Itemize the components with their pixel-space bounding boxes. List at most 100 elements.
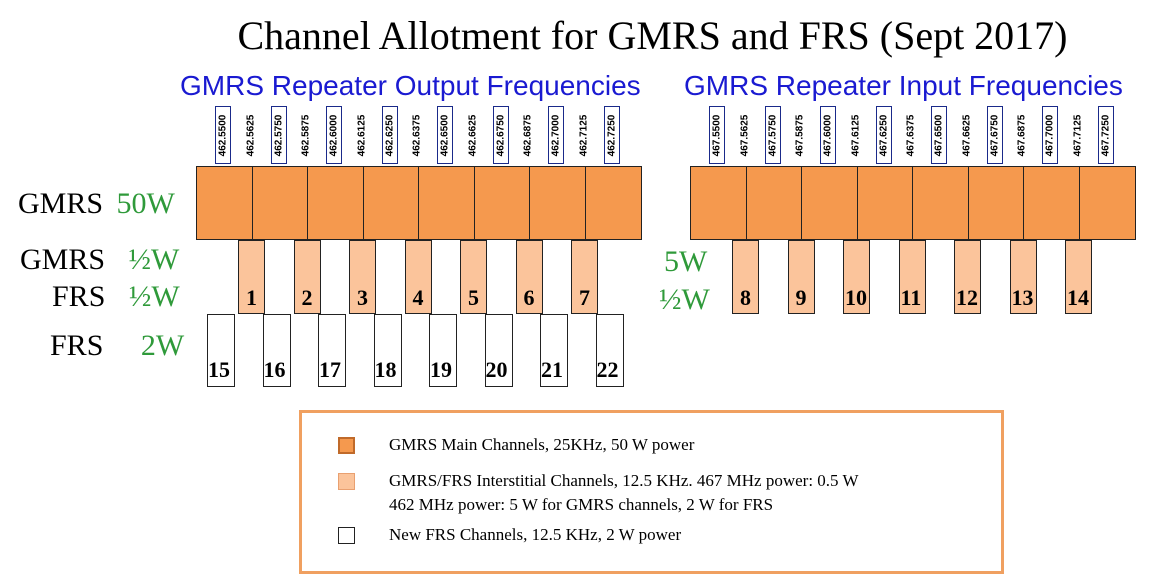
frs-channel-box [207, 314, 235, 387]
interstitial-channel-box-input [898, 240, 926, 314]
frequency-text: 467.5875 [794, 114, 806, 156]
frequency-label-input-7: 467.6375 [903, 106, 919, 164]
frequency-label-input-9: 467.6625 [959, 106, 975, 164]
row-label-service: GMRS [20, 243, 106, 276]
frs-channel-box [318, 314, 346, 387]
legend-swatch-main [338, 437, 355, 454]
frs-channel-box [373, 314, 402, 387]
main-channel-box-output-7 [584, 166, 642, 240]
frs-channel-box [429, 314, 457, 387]
frequency-label-output-8: 462.6500 [437, 106, 453, 164]
interstitial-channel-box-output [238, 240, 265, 314]
frs-channel-box [484, 314, 513, 387]
channel-number: 15 [208, 357, 230, 382]
frequency-text: 467.7000 [1044, 114, 1056, 156]
frequency-text: 467.6750 [989, 114, 1000, 156]
frequency-label-output-4: 462.6000 [326, 106, 342, 164]
channel-number: 7 [579, 285, 590, 310]
frequency-text: 467.7125 [1072, 114, 1084, 156]
channel-number: 6 [523, 285, 535, 310]
interstitial-channel-box-output [515, 240, 543, 314]
frequency-label-output-3: 462.5875 [298, 106, 314, 164]
legend-text-interstitial-2: 462 MHz power: 5 W for GMRS channels, 2 … [389, 495, 774, 514]
row-label-service: FRS [52, 280, 106, 313]
channel-number: 2 [301, 285, 313, 310]
frequency-text: 462.6625 [467, 114, 479, 156]
interstitial-channel-box-input [1009, 240, 1037, 314]
row-label-gmrs-half-watt: GMRS ½W [20, 243, 179, 277]
frequency-text: 462.6250 [384, 114, 395, 156]
frequency-label-input-1: 467.5625 [737, 106, 753, 164]
legend-text-frs: New FRS Channels, 12.5 KHz, 2 W power [389, 525, 682, 544]
frequency-label-output-10: 462.6750 [492, 106, 509, 164]
interstitial-channel-box-output [460, 240, 487, 314]
main-channel-box-input-1 [745, 166, 803, 240]
main-channel-box-input-7 [1078, 166, 1136, 240]
interstitial-channel-box-input [843, 240, 870, 314]
frequency-text: 467.6625 [961, 114, 973, 156]
frequency-label-output-13: 462.7125 [576, 106, 592, 164]
frequency-label-output-2: 462.5750 [270, 106, 287, 164]
row-label-frs-2w: FRS 2W [50, 329, 184, 363]
frequency-label-input-11: 467.6875 [1014, 106, 1030, 164]
row-label-gmrs-50w: GMRS 50W [18, 187, 175, 221]
input-frequencies-heading: GMRS Repeater Input Frequencies [684, 70, 1123, 101]
frequency-text: 467.6125 [850, 114, 862, 156]
main-channel-box-output-6 [529, 166, 586, 240]
frequency-label-output-0: 462.5500 [215, 106, 231, 164]
row-label-service: FRS [50, 329, 104, 362]
channel-number: 17 [319, 357, 341, 382]
main-channel-box-input-6 [1023, 166, 1080, 240]
frequency-text: 462.6875 [522, 114, 534, 156]
frequency-label-input-10: 467.6750 [986, 106, 1003, 164]
channel-number: 4 [412, 285, 424, 310]
channel-number: 20 [485, 357, 508, 382]
channel-number: 9 [795, 285, 807, 310]
frequency-label-output-6: 462.6250 [381, 106, 398, 164]
frs-channel-box [595, 314, 624, 387]
channel-number: 19 [430, 357, 452, 382]
main-channel-box-input-2 [801, 166, 858, 240]
row-label-power: 50W [116, 187, 175, 220]
row-label-input-half-watt: ½W [659, 283, 710, 316]
frequency-label-output-5: 462.6125 [354, 106, 370, 164]
frequency-label-input-14: 467.7250 [1097, 106, 1114, 164]
channel-number: 18 [374, 357, 397, 382]
legend-swatch-interstitial [338, 473, 355, 490]
frequency-text: 467.6000 [822, 114, 834, 156]
frequency-label-input-5: 467.6125 [848, 106, 864, 164]
frequency-text: 462.5500 [217, 114, 229, 156]
frequency-text: 462.6500 [439, 114, 451, 156]
frequency-label-input-2: 467.5750 [764, 106, 781, 164]
frequency-label-input-12: 467.7000 [1042, 106, 1058, 164]
legend: GMRS Main Channels, 25KHz, 50 W power GM… [299, 410, 1004, 574]
frequency-label-input-4: 467.6000 [820, 106, 836, 164]
row-label-power: ½W [128, 280, 180, 313]
interstitial-channel-box-output [293, 240, 321, 314]
main-channel-box-input-0 [690, 166, 747, 240]
row-label-service: GMRS [18, 187, 104, 220]
frequency-label-input-13: 467.7125 [1070, 106, 1086, 164]
channel-number: 3 [357, 285, 368, 310]
frs-channel-box [262, 314, 291, 387]
row-label-power: ½W [128, 243, 180, 276]
interstitial-channel-box-output [404, 240, 432, 314]
frequency-label-output-1: 462.5625 [243, 106, 259, 164]
frequency-label-output-11: 462.6875 [520, 106, 536, 164]
interstitial-channel-box-input [1065, 240, 1092, 314]
frequency-text: 462.6000 [328, 114, 340, 156]
frequency-text: 462.5750 [273, 114, 284, 156]
main-channel-box-output-4 [418, 166, 475, 240]
channel-number: 13 [1011, 285, 1034, 310]
main-channel-box-output-0 [196, 166, 253, 240]
main-channel-box-output-5 [473, 166, 531, 240]
interstitial-channel-box-input [787, 240, 815, 314]
frequency-text: 467.6875 [1016, 114, 1028, 156]
frequency-label-input-3: 467.5875 [792, 106, 808, 164]
main-channel-box-output-3 [362, 166, 420, 240]
frequency-label-output-9: 462.6625 [465, 106, 481, 164]
frequency-text: 462.6375 [411, 114, 423, 156]
channel-number: 14 [1067, 285, 1089, 310]
frequency-label-input-6: 467.6250 [875, 106, 892, 164]
frequency-text: 462.7000 [550, 114, 562, 156]
